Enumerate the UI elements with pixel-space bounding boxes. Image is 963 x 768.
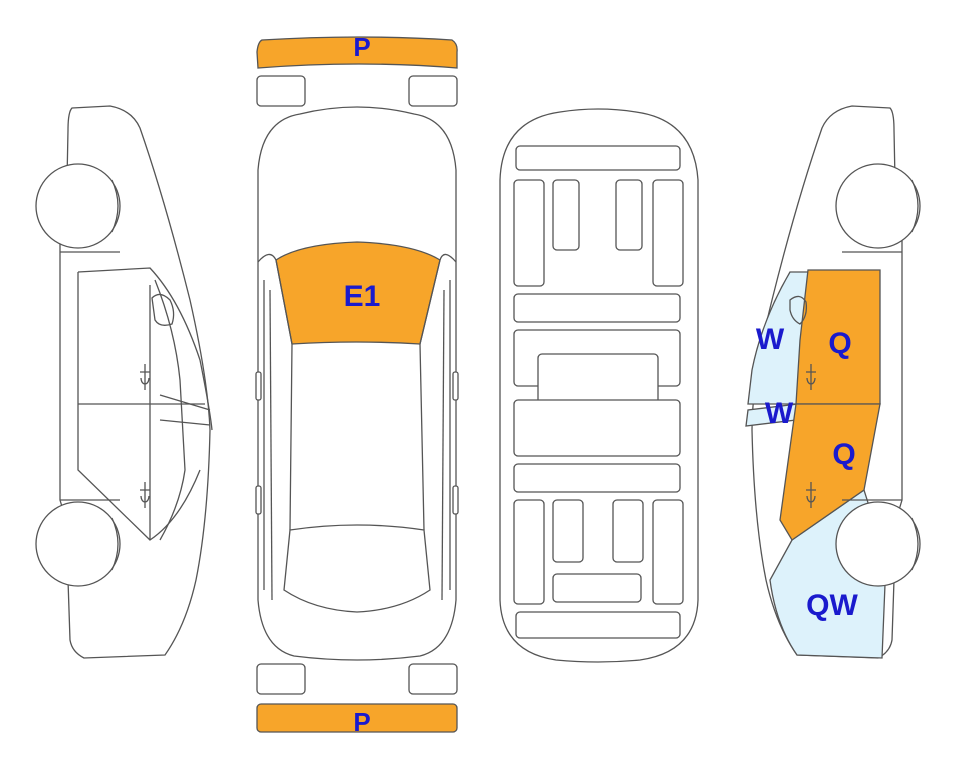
right-front-door-label: Q: [828, 327, 851, 360]
left-side-view: [35, 105, 213, 659]
right-side-view: [745, 105, 921, 659]
rear-left-light: [256, 663, 306, 695]
left-rear-door-handle: [140, 482, 150, 508]
damage-labels: P E1 P W W Q Q QW: [344, 32, 859, 737]
top-view-body: [257, 106, 457, 661]
front-bumper-label: P: [353, 32, 370, 62]
right-front-door-handle: [806, 364, 816, 390]
left-side-window-line: [77, 267, 213, 431]
left-front-wheel: [35, 163, 121, 249]
left-side-mirror: [151, 293, 175, 326]
rear-bumper-panel: [256, 703, 458, 733]
right-rear-window-label: W: [765, 397, 794, 430]
roof-label: E1: [344, 280, 381, 313]
rear-bumper-label: P: [353, 707, 370, 737]
left-rear-wheel: [35, 501, 121, 587]
underside-view: [499, 108, 699, 663]
right-rear-door-label: Q: [832, 438, 855, 471]
right-front-window-label: W: [756, 323, 785, 356]
right-rear-wheel: [835, 501, 921, 587]
right-rear-door-handle: [806, 482, 816, 508]
right-front-window-panel: [747, 271, 809, 405]
front-left-light: [256, 75, 306, 107]
right-front-wheel: [835, 163, 921, 249]
top-view: [255, 36, 459, 733]
rear-right-light: [408, 663, 458, 695]
right-rear-door-panel: [779, 403, 881, 541]
right-rear-quarter-label: QW: [806, 589, 858, 622]
front-bumper-panel: [256, 36, 458, 69]
roof-panel: [275, 241, 441, 345]
left-front-door-handle: [140, 364, 150, 390]
front-right-light: [408, 75, 458, 107]
